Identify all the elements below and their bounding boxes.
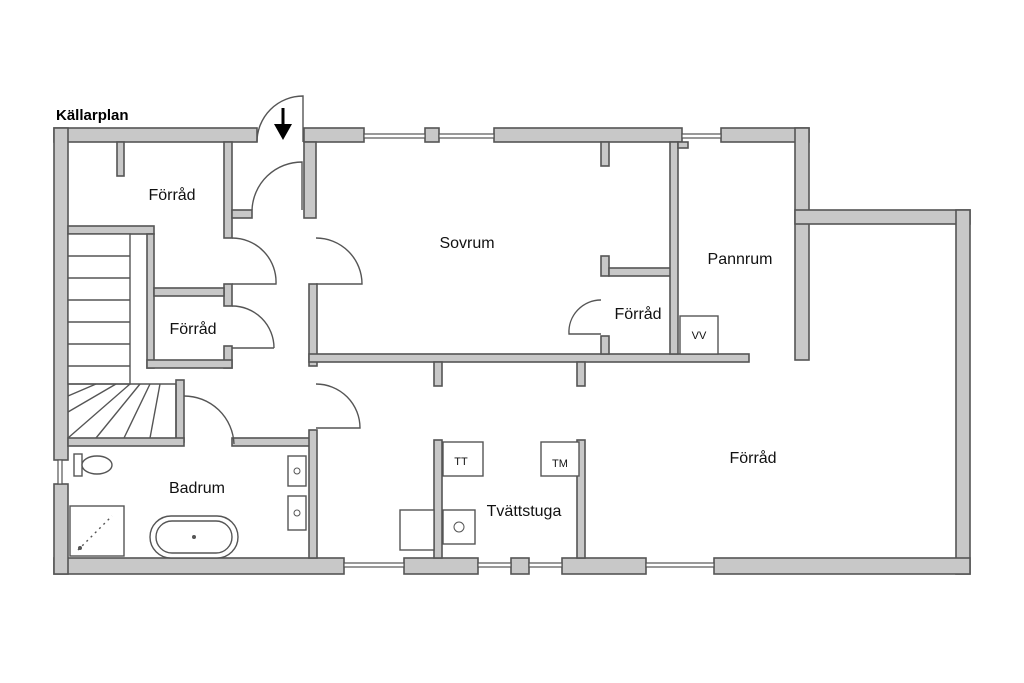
laundry-sink-icon <box>442 509 476 545</box>
room-label-forrad-middle-left: Förråd <box>169 320 216 338</box>
interior-walls <box>67 141 750 559</box>
toilet-icon <box>73 453 113 477</box>
bathroom-fixtures <box>69 453 307 559</box>
counter <box>399 509 435 551</box>
tm-label: TM <box>552 458 568 470</box>
staircase <box>67 233 177 439</box>
tm-appliance <box>540 441 580 477</box>
room-label-badrum: Badrum <box>169 480 225 497</box>
room-label-forrad-top-left: Förråd <box>148 186 195 204</box>
tt-appliance <box>442 441 484 477</box>
room-label-forrad-large: Förråd <box>729 449 776 467</box>
sink-icon <box>287 495 307 531</box>
entrance-arrow-icon <box>274 108 292 140</box>
sink-icon <box>287 455 307 487</box>
room-label-tvattstuga: Tvättstuga <box>487 503 562 520</box>
room-label-pannrum: Pannrum <box>708 251 773 268</box>
windows <box>57 133 722 568</box>
room-label-sovrum: Sovrum <box>439 235 494 252</box>
laundry-fixtures <box>399 315 719 551</box>
plan-title: Källarplan <box>56 107 129 124</box>
vv-label: VV <box>692 330 707 342</box>
room-label-forrad-small: Förråd <box>614 305 661 323</box>
tt-label: TT <box>454 456 468 468</box>
bathtub-icon <box>149 515 239 559</box>
vv-tank <box>679 315 719 355</box>
door-swings <box>183 95 602 445</box>
shower-icon <box>69 505 125 557</box>
